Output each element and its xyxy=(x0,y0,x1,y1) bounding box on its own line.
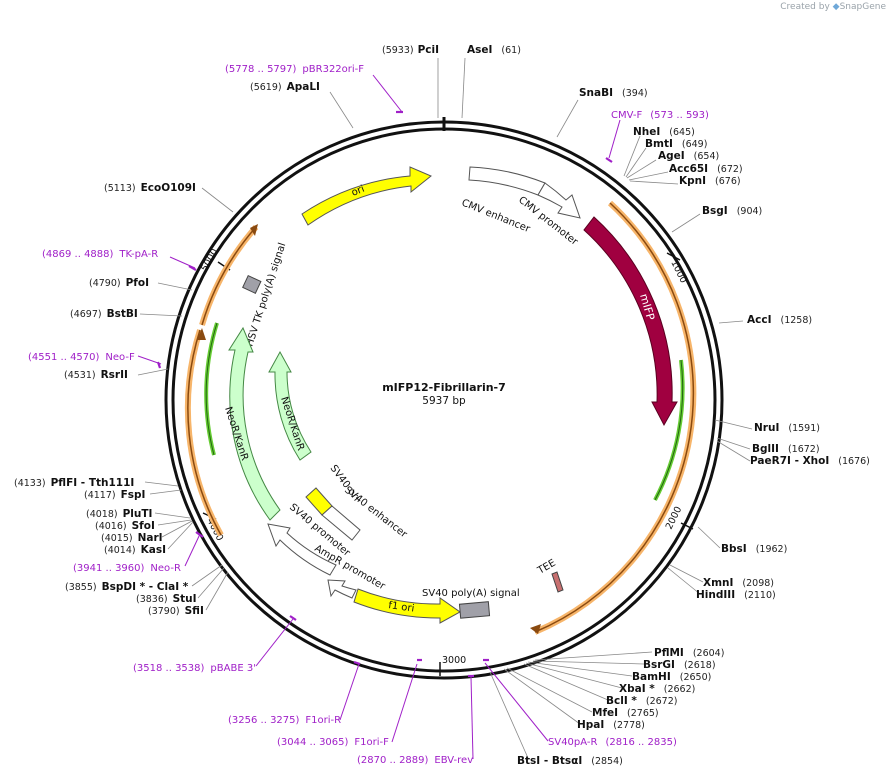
primer-tk-pa-r[interactable]: (4869 .. 4888)TK-pA-R xyxy=(42,249,158,260)
orf-arc-right xyxy=(533,200,697,635)
site-nari[interactable]: (4015)NarI xyxy=(101,532,163,544)
site-stui[interactable]: (3836)StuI xyxy=(136,593,197,605)
site-bsrgi[interactable]: BsrGI(2618) xyxy=(643,659,716,671)
tick-3000: 3000 xyxy=(439,655,466,676)
primer-neo-r[interactable]: (3941 .. 3960)Neo-R xyxy=(73,563,181,574)
site-nrui[interactable]: NruI(1591) xyxy=(754,422,820,434)
site-btsi-btsai[interactable]: BtsI - BtsαI(2854) xyxy=(517,755,623,767)
site-hpai[interactable]: HpaI(2778) xyxy=(577,719,645,731)
svg-text:f1 ori: f1 ori xyxy=(388,600,415,615)
orf-arc-left-high-core xyxy=(201,226,257,326)
site-kasi[interactable]: (4014)KasI xyxy=(104,544,166,556)
site-pcii[interactable]: (5933)PciI xyxy=(382,44,439,56)
feature-sv40-polya[interactable]: SV40 poly(A) signal xyxy=(422,588,520,619)
site-rsrii[interactable]: (4531)RsrII xyxy=(64,369,128,381)
primer-pbr322ori-f[interactable]: (5778 .. 5797)pBR322ori-F xyxy=(225,64,364,75)
primer-leaders xyxy=(137,74,621,760)
site-leaders xyxy=(137,57,753,759)
primer-f1ori-r[interactable]: (3256 .. 3275)F1ori-R xyxy=(228,715,341,726)
site-fspi[interactable]: (4117)FspI xyxy=(84,489,145,501)
feature-cmv-promoter[interactable]: CMV promoter xyxy=(516,182,581,248)
primer-neo-f[interactable]: (4551 .. 4570)Neo-F xyxy=(28,352,135,363)
orf-arc-left-high-head xyxy=(250,224,258,236)
svg-text:ori: ori xyxy=(350,184,366,199)
site-pflfi-tth111i[interactable]: (4133)PflFI - Tth111I xyxy=(14,477,134,489)
plasmid-size: 5937 bp xyxy=(422,395,466,407)
site-asei[interactable]: AseI(61) xyxy=(467,44,521,56)
feature-f1-ori[interactable]: f1 ori xyxy=(353,588,461,624)
primer-f1ori-f[interactable]: (3044 .. 3065)F1ori-F xyxy=(277,737,389,748)
site-nhei[interactable]: NheI(645) xyxy=(633,126,695,138)
primer-cmv-f[interactable]: CMV-F(573 .. 593) xyxy=(611,110,709,121)
primer-pbabe-3[interactable]: (3518 .. 3538)pBABE 3' xyxy=(133,663,256,674)
site-bspdi-clai[interactable]: (3855)BspDI * - ClaI * xyxy=(65,581,189,593)
orf-arc-left-low-head xyxy=(197,328,206,340)
site-kpni[interactable]: KpnI(676) xyxy=(679,175,741,187)
orf-arc-left-low-core xyxy=(187,329,222,536)
feature-neor-kanr-outer[interactable]: NeoR/KanR xyxy=(222,326,281,521)
orf-arc-right-core xyxy=(534,202,695,633)
primer-marks xyxy=(156,110,613,678)
site-apali[interactable]: (5619)ApaLI xyxy=(250,81,320,93)
snapgene-logo: ◆ xyxy=(832,2,840,12)
site-bstbi[interactable]: (4697)BstBI xyxy=(70,308,138,320)
svg-text:SV40 poly(A) signal: SV40 poly(A) signal xyxy=(422,588,520,599)
feature-hsv-tk-polya[interactable]: HSV TK poly(A) signal xyxy=(242,242,289,348)
feature-ori[interactable]: ori xyxy=(301,166,432,226)
site-pfoi[interactable]: (4790)PfoI xyxy=(89,277,149,289)
site-paer7i-xhoi[interactable]: PaeR7I - XhoI(1676) xyxy=(750,455,870,467)
site-bcli[interactable]: BclI *(2672) xyxy=(606,695,677,707)
feature-neor-kanr-inner[interactable]: NeoR/KanR xyxy=(268,350,312,461)
feature-tee[interactable]: TEE xyxy=(535,558,564,593)
site-xmni[interactable]: XmnI(2098) xyxy=(703,577,774,589)
site-acci[interactable]: AccI(1258) xyxy=(747,314,812,326)
site-bglii[interactable]: BglII(1672) xyxy=(752,443,820,455)
feature-mifp[interactable]: mIFP xyxy=(583,216,678,427)
site-xbai[interactable]: XbaI *(2662) xyxy=(619,683,695,695)
feature-sv40-enhancer[interactable]: SV40 enhancer xyxy=(321,485,410,541)
credit-line: Created by ◆SnapGene xyxy=(780,2,886,12)
site-agei[interactable]: AgeI(654) xyxy=(658,150,719,162)
site-ecoo109i[interactable]: (5113)EcoO109I xyxy=(104,182,196,194)
site-pflmi[interactable]: PflMI(2604) xyxy=(654,647,724,659)
site-sfii[interactable]: (3790)SfiI xyxy=(148,605,204,617)
site-hindiii[interactable]: HindIII(2110) xyxy=(696,589,776,601)
credit-prefix: Created by xyxy=(780,2,830,12)
site-bbsi[interactable]: BbsI(1962) xyxy=(721,543,787,555)
site-snabi[interactable]: SnaBI(394) xyxy=(579,87,648,99)
site-mfei[interactable]: MfeI(2765) xyxy=(592,707,659,719)
primer-sv40pa-r[interactable]: SV40pA-R(2816 .. 2835) xyxy=(548,737,677,748)
site-bsgi[interactable]: BsgI(904) xyxy=(702,205,762,217)
site-bmti[interactable]: BmtI(649) xyxy=(645,138,707,150)
orf-arc-right-head xyxy=(530,624,541,634)
site-acc65i[interactable]: Acc65I(672) xyxy=(669,163,743,175)
svg-text:3000: 3000 xyxy=(442,655,466,666)
svg-text:HSV TK poly(A) signal: HSV TK poly(A) signal xyxy=(244,242,288,348)
neo-arc-right-core xyxy=(654,359,684,501)
neo-arc-left-core xyxy=(205,322,218,456)
site-sfoi[interactable]: (4016)SfoI xyxy=(95,520,155,532)
site-bamhi[interactable]: BamHI(2650) xyxy=(632,671,711,683)
site-pluti[interactable]: (4018)PluTI xyxy=(86,508,152,520)
credit-brand: SnapGene xyxy=(839,2,886,12)
primer-ebv-rev[interactable]: (2870 .. 2889)EBV-rev xyxy=(357,755,473,766)
plasmid-name: mIFP12-Fibrillarin-7 xyxy=(382,381,506,394)
